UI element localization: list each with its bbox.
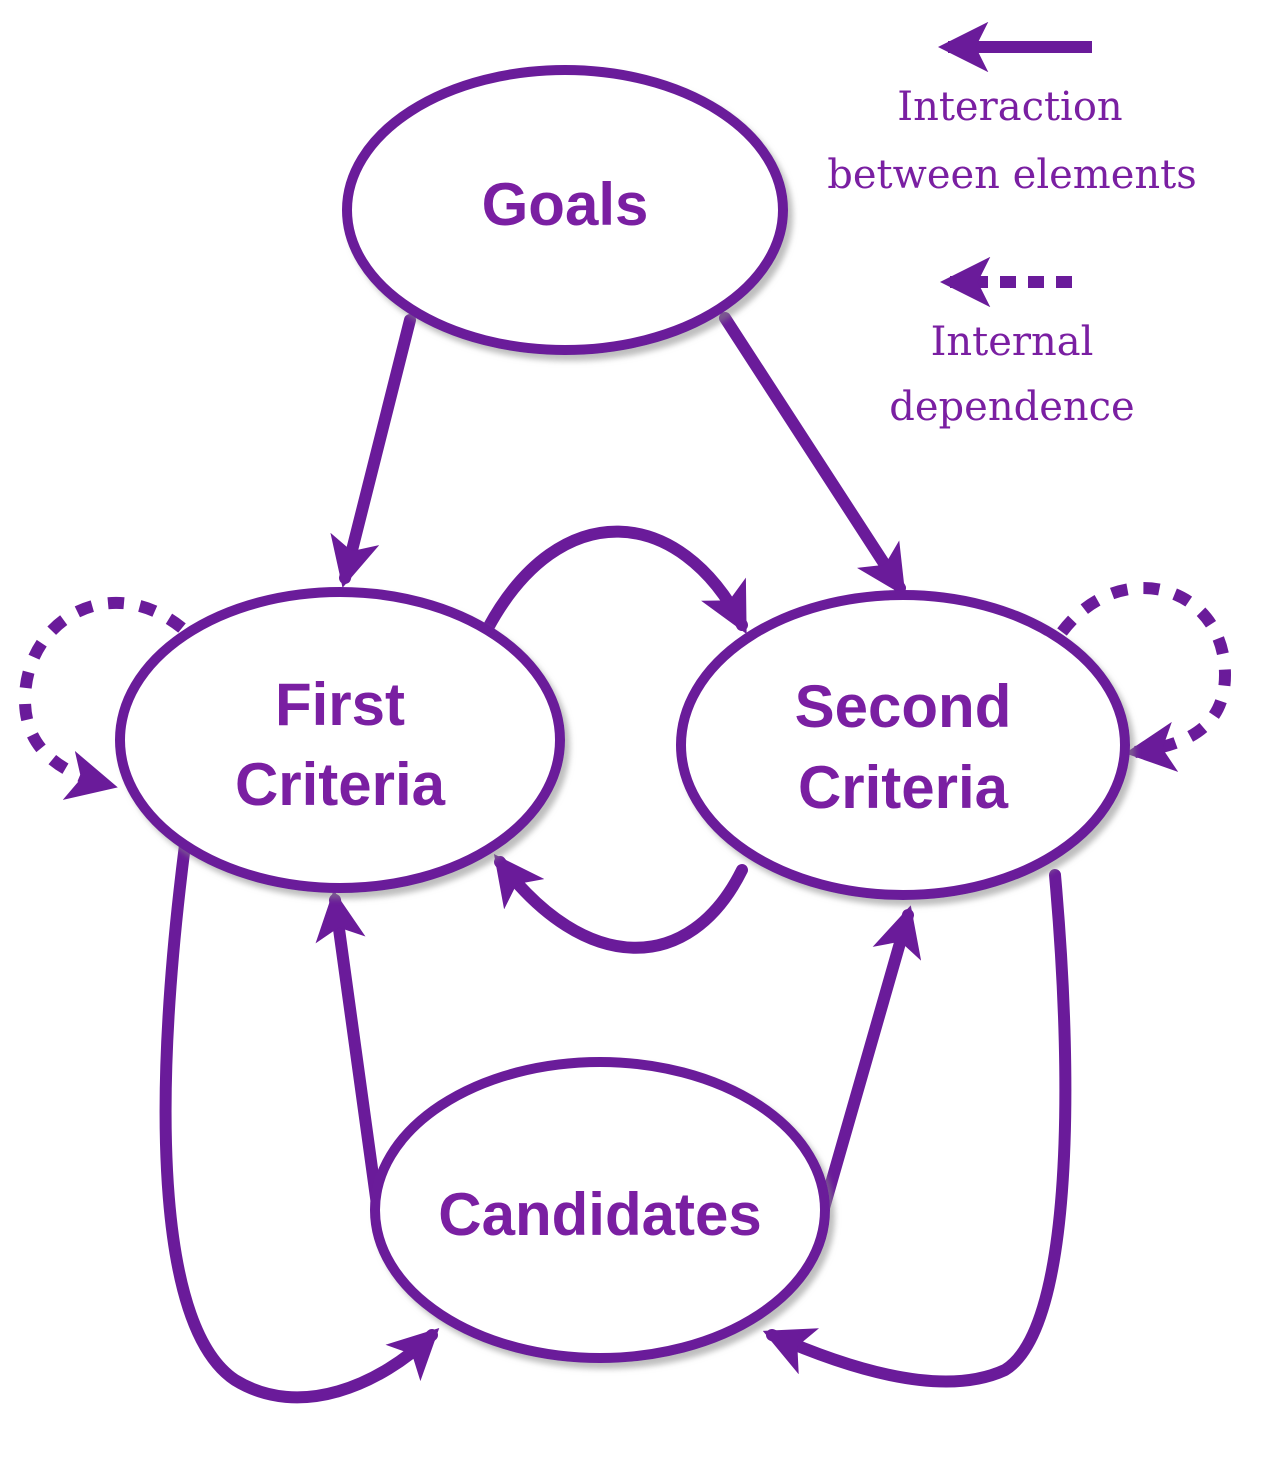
edge-first-criteria-to-candidates	[159, 839, 440, 1404]
edge-goals-to-first-criteria	[330, 314, 416, 588]
node-goals: Goals	[342, 65, 788, 355]
node-first-criteria-line2: Criteria	[235, 751, 446, 818]
edge-second-criteria-to-candidates	[762, 869, 1072, 1388]
legend-internal-line2: dependence	[889, 384, 1134, 430]
node-second-criteria-line1: Second	[795, 673, 1012, 740]
legend: Interaction between elements Internal de…	[827, 21, 1197, 430]
node-second-criteria-line2: Criteria	[798, 754, 1009, 821]
node-second-criteria: Second Criteria	[676, 590, 1130, 900]
edge-candidates-to-first-criteria	[315, 890, 384, 1218]
node-goals-label: Goals	[482, 171, 649, 238]
node-first-criteria-line1: First	[275, 671, 405, 738]
edge-first-to-second-criteria	[482, 525, 748, 634]
node-first-criteria: First Criteria	[115, 587, 565, 893]
node-candidates-label: Candidates	[438, 1181, 761, 1248]
self-loop-second-criteria	[1057, 581, 1232, 772]
legend-interaction-line2: between elements	[827, 152, 1197, 198]
edge-goals-to-second-criteria	[719, 312, 906, 597]
node-candidates-shape	[370, 1057, 830, 1363]
edges	[159, 312, 1072, 1404]
self-loops	[18, 581, 1232, 800]
edge-candidates-to-second-criteria	[816, 905, 922, 1221]
node-candidates: Candidates	[370, 1057, 830, 1363]
node-first-criteria-shape	[115, 587, 565, 893]
node-goals-shape	[342, 65, 788, 355]
node-second-criteria-shape	[676, 590, 1130, 900]
self-loop-first-criteria	[18, 596, 186, 800]
legend-interaction-line1: Interaction	[897, 84, 1122, 130]
edge-second-to-first-criteria	[493, 853, 748, 954]
legend-internal-line1: Internal	[931, 319, 1094, 365]
